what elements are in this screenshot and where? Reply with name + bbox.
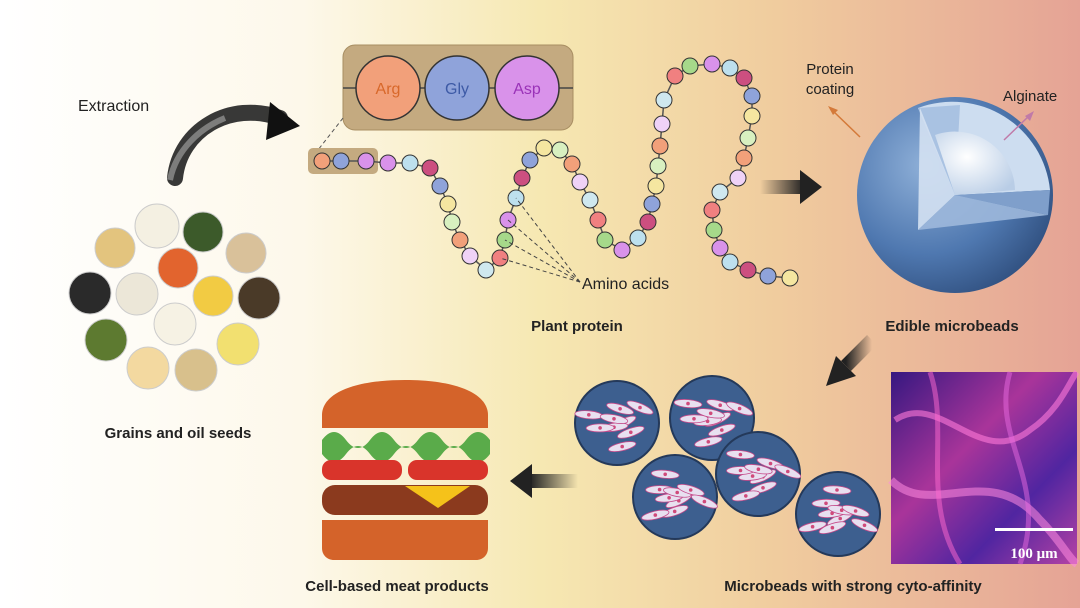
amino-acid-bead (721, 253, 739, 271)
amino-acid-bead (681, 57, 699, 75)
amino-acid-bead (477, 261, 495, 279)
amino-acid-bead (431, 177, 449, 195)
burger-tomato-left (322, 460, 402, 480)
cyto-microbead (795, 471, 881, 557)
amino-acid-bead (571, 173, 589, 191)
burger-cheese (405, 486, 470, 508)
amino-acid-bead (705, 221, 723, 239)
amino-acid-bead (379, 154, 397, 172)
amino-acid-bead (439, 195, 457, 213)
amino-acid-bead (596, 231, 614, 249)
cyto-microbeads-cluster (574, 375, 881, 557)
burger-top-bun (322, 380, 488, 428)
extraction-label: Extraction (78, 98, 149, 115)
amino-acid-bead (643, 195, 661, 213)
amino-acid-bead (332, 152, 350, 170)
amino-acid-bead (655, 91, 673, 109)
amino-acid-bead (735, 149, 753, 167)
cyto-microbead (574, 380, 660, 466)
cyto-microbead (715, 431, 802, 517)
amino-acid-bead (461, 247, 479, 265)
amino-acid-bead (743, 107, 761, 125)
amino-acid-bead (535, 139, 553, 157)
amino-acid-bead (443, 213, 461, 231)
amino-acid-arg-label: Arg (376, 81, 401, 98)
amino-acid-bead (781, 269, 799, 287)
amino-acid-arg: Arg (355, 55, 421, 121)
amino-acid-bead (581, 191, 599, 209)
amino-acid-bead (513, 169, 531, 187)
protein-coating-arrow (828, 106, 861, 138)
amino-acid-bead (759, 267, 777, 285)
amino-acid-bead (666, 67, 684, 85)
burger-tomato-right (408, 460, 488, 480)
amino-acid-bead (639, 213, 657, 231)
amino-acid-bead (629, 229, 647, 247)
amino-acid-bead (651, 137, 669, 155)
cyto-microbead (669, 375, 755, 461)
amino-acid-bead (739, 261, 757, 279)
amino-acid-bead (711, 183, 729, 201)
amino-acid-bead (521, 151, 539, 169)
arrow-to-cyto-microbeads (826, 335, 877, 386)
plant-protein-label: Plant protein (531, 318, 623, 335)
amino-acids-label: Amino acids (582, 276, 669, 293)
amino-acid-bead (401, 154, 419, 172)
cyto-microbeads-label: Microbeads with strong cyto-affinity (724, 578, 982, 595)
amino-acid-bead (421, 159, 439, 177)
amino-acid-asp-label: Asp (513, 81, 541, 98)
amino-acid-bead (499, 211, 517, 229)
amino-acid-bead (491, 249, 509, 267)
alginate-arrow (1003, 111, 1034, 141)
microscopy-image: 100 μm (888, 370, 1080, 568)
amino-acid-bead (313, 152, 331, 170)
amino-acid-bead (589, 211, 607, 229)
amino-acid-bead (743, 87, 761, 105)
edible-microbead-sphere (857, 97, 1053, 293)
amino-acid-bead (451, 231, 469, 249)
amino-acid-bead (703, 201, 721, 219)
amino-acid-gly-label: Gly (445, 81, 469, 98)
protein-coating-label-line2: coating (806, 81, 854, 98)
meat-products-label: Cell-based meat products (305, 578, 488, 595)
cyto-microbead (632, 454, 718, 540)
burger-bottom-bun (322, 520, 488, 560)
amino-acid-bead (739, 129, 757, 147)
edible-microbeads-label: Edible microbeads (885, 318, 1018, 335)
amino-acid-bead (647, 177, 665, 195)
amino-acid-zoom-box: Arg Gly Asp (342, 44, 574, 131)
grains-label: Grains and oil seeds (105, 425, 252, 442)
amino-acid-bead (551, 141, 569, 159)
arrow-to-microbeads (760, 170, 822, 204)
arrow-to-meat-products (510, 464, 578, 498)
protein-chain-backbone (322, 63, 791, 279)
amino-acid-pointers (499, 197, 581, 283)
protein-chain (313, 55, 799, 287)
amino-acid-bead (357, 152, 375, 170)
amino-acid-bead (735, 69, 753, 87)
amino-acid-asp: Asp (494, 55, 560, 121)
alginate-label: Alginate (1003, 88, 1057, 105)
amino-acid-bead (563, 155, 581, 173)
amino-acid-bead (649, 157, 667, 175)
amino-acid-bead (613, 241, 631, 259)
protein-coating-label-line1: Protein (806, 61, 854, 78)
amino-acid-bead (721, 59, 739, 77)
amino-acid-bead (729, 169, 747, 187)
amino-acid-gly: Gly (424, 55, 490, 121)
grains-bowls-image (68, 203, 281, 392)
burger-lettuce (322, 432, 490, 462)
amino-acid-bead (711, 239, 729, 257)
amino-acid-bead (653, 115, 671, 133)
extraction-arrow (167, 102, 300, 186)
amino-acid-bead (703, 55, 721, 73)
scale-bar-label: 100 μm (1010, 546, 1058, 562)
burger-icon (322, 380, 490, 560)
